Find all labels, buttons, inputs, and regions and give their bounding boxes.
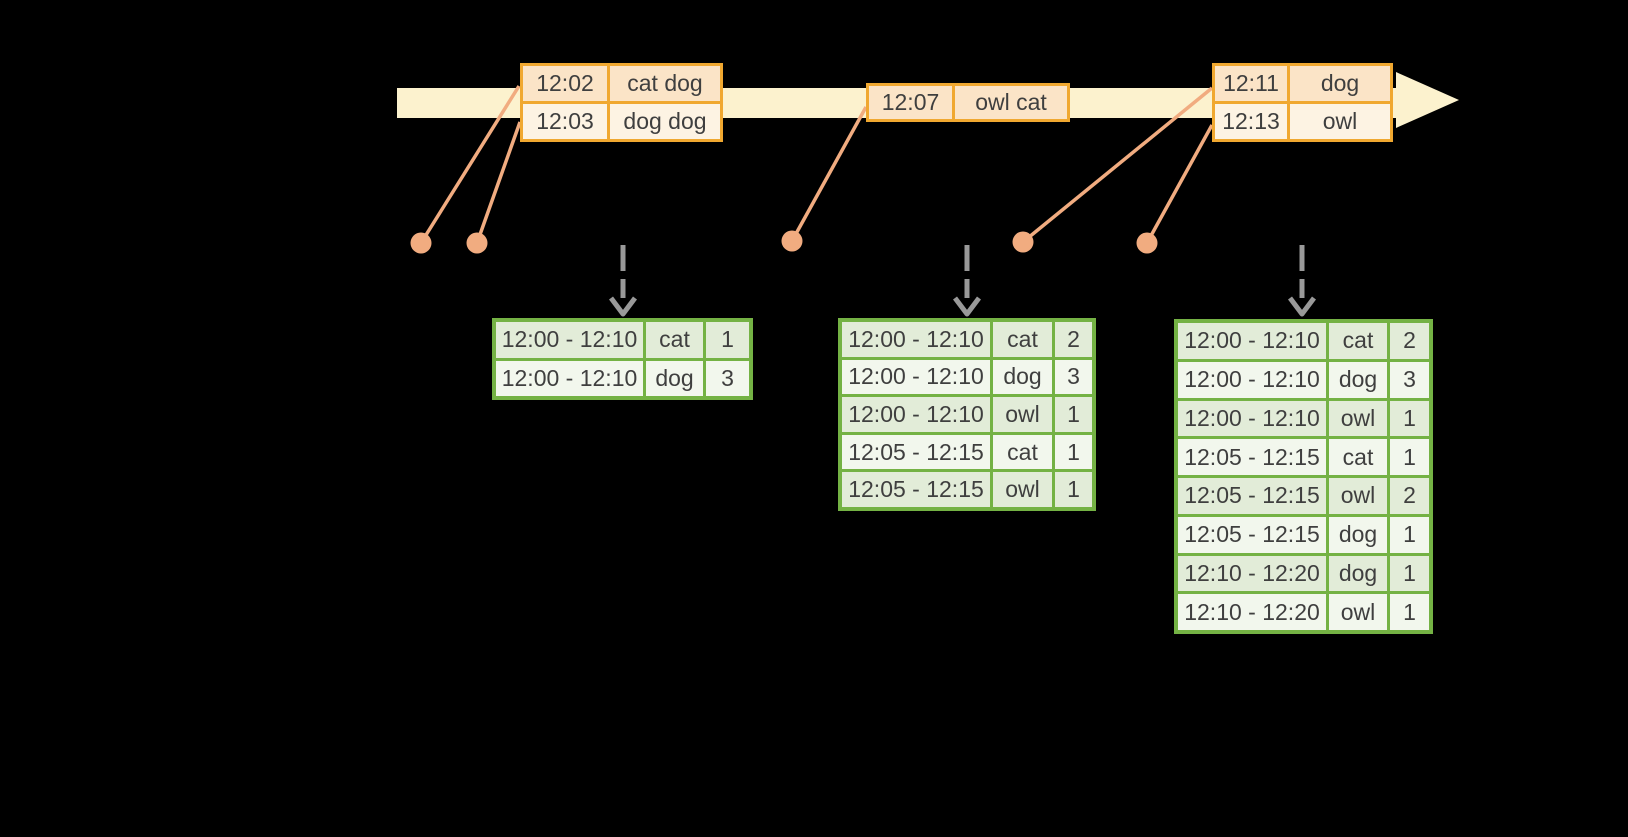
- count-cell: 3: [1055, 359, 1092, 395]
- count-cell: 3: [706, 360, 749, 396]
- word-cell: cat: [993, 322, 1052, 357]
- window-cell: 12:00 - 12:10: [496, 322, 643, 358]
- count-cell: 1: [1055, 472, 1092, 507]
- word-cell: dog: [993, 359, 1052, 395]
- count-cell: 2: [1390, 323, 1429, 359]
- connector-line: [1145, 124, 1214, 244]
- count-cell: 2: [1390, 478, 1429, 514]
- word-cell: owl: [1329, 478, 1387, 514]
- word-cell: dog: [646, 360, 703, 396]
- event-time-cell: 12:07: [869, 86, 952, 119]
- count-cell: 1: [1390, 400, 1429, 437]
- event-words-cell: dog dog: [610, 104, 720, 139]
- event-dot: [466, 232, 488, 254]
- connector-line: [1021, 86, 1214, 244]
- word-cell: owl: [993, 472, 1052, 507]
- window-cell: 12:05 - 12:15: [842, 472, 990, 507]
- count-cell: 1: [1390, 594, 1429, 630]
- event-dot: [410, 232, 432, 254]
- event-dot: [781, 230, 803, 252]
- word-cell: cat: [1329, 323, 1387, 359]
- count-cell: 1: [706, 322, 749, 358]
- event-words-cell: cat dog: [610, 66, 720, 101]
- word-cell: dog: [1329, 361, 1387, 398]
- window-cell: 12:00 - 12:10: [1178, 361, 1326, 398]
- connector-lines: [419, 85, 1214, 244]
- event-words-cell: owl: [1290, 104, 1390, 139]
- window-cell: 12:05 - 12:15: [1178, 516, 1326, 553]
- word-cell: owl: [1329, 400, 1387, 437]
- word-cell: dog: [1329, 516, 1387, 553]
- arrow-down-icon: [609, 296, 637, 317]
- event-time-cell: 12:13: [1215, 104, 1287, 139]
- event-time-cell: 12:02: [523, 66, 607, 101]
- event-dots: [410, 230, 1158, 254]
- count-cell: 1: [1390, 555, 1429, 592]
- count-cell: 1: [1390, 516, 1429, 553]
- count-cell: 1: [1055, 397, 1092, 432]
- word-cell: cat: [646, 322, 703, 358]
- window-cell: 12:05 - 12:15: [1178, 439, 1326, 475]
- event-time-cell: 12:03: [523, 104, 607, 139]
- window-cell: 12:00 - 12:10: [1178, 400, 1326, 437]
- window-cell: 12:00 - 12:10: [842, 322, 990, 357]
- connector-line: [475, 121, 522, 244]
- event-dot: [1136, 232, 1158, 254]
- window-cell: 12:05 - 12:15: [1178, 478, 1326, 514]
- count-cell: 2: [1055, 322, 1092, 357]
- event-words-cell: dog: [1290, 66, 1390, 101]
- word-cell: owl: [1329, 594, 1387, 630]
- event-words-cell: owl cat: [955, 86, 1067, 119]
- count-cell: 3: [1390, 361, 1429, 398]
- word-cell: owl: [993, 397, 1052, 432]
- word-cell: dog: [1329, 555, 1387, 592]
- window-cell: 12:00 - 12:10: [842, 397, 990, 432]
- arrow-down-icon: [953, 296, 981, 317]
- window-cell: 12:10 - 12:20: [1178, 594, 1326, 630]
- window-cell: 12:00 - 12:10: [842, 359, 990, 395]
- connector-line: [419, 85, 521, 244]
- arrow-down-icon: [1288, 296, 1316, 317]
- timeline-arrowhead-icon: [1396, 72, 1459, 128]
- window-cell: 12:00 - 12:10: [496, 360, 643, 396]
- trigger-arrows: [609, 245, 1316, 317]
- count-cell: 1: [1390, 439, 1429, 475]
- event-dot: [1012, 231, 1034, 253]
- count-cell: 1: [1055, 434, 1092, 470]
- word-cell: cat: [993, 434, 1052, 470]
- window-cell: 12:10 - 12:20: [1178, 555, 1326, 592]
- window-cell: 12:00 - 12:10: [1178, 323, 1326, 359]
- window-cell: 12:05 - 12:15: [842, 434, 990, 470]
- word-cell: cat: [1329, 439, 1387, 475]
- connector-line: [790, 106, 868, 242]
- event-time-cell: 12:11: [1215, 66, 1287, 101]
